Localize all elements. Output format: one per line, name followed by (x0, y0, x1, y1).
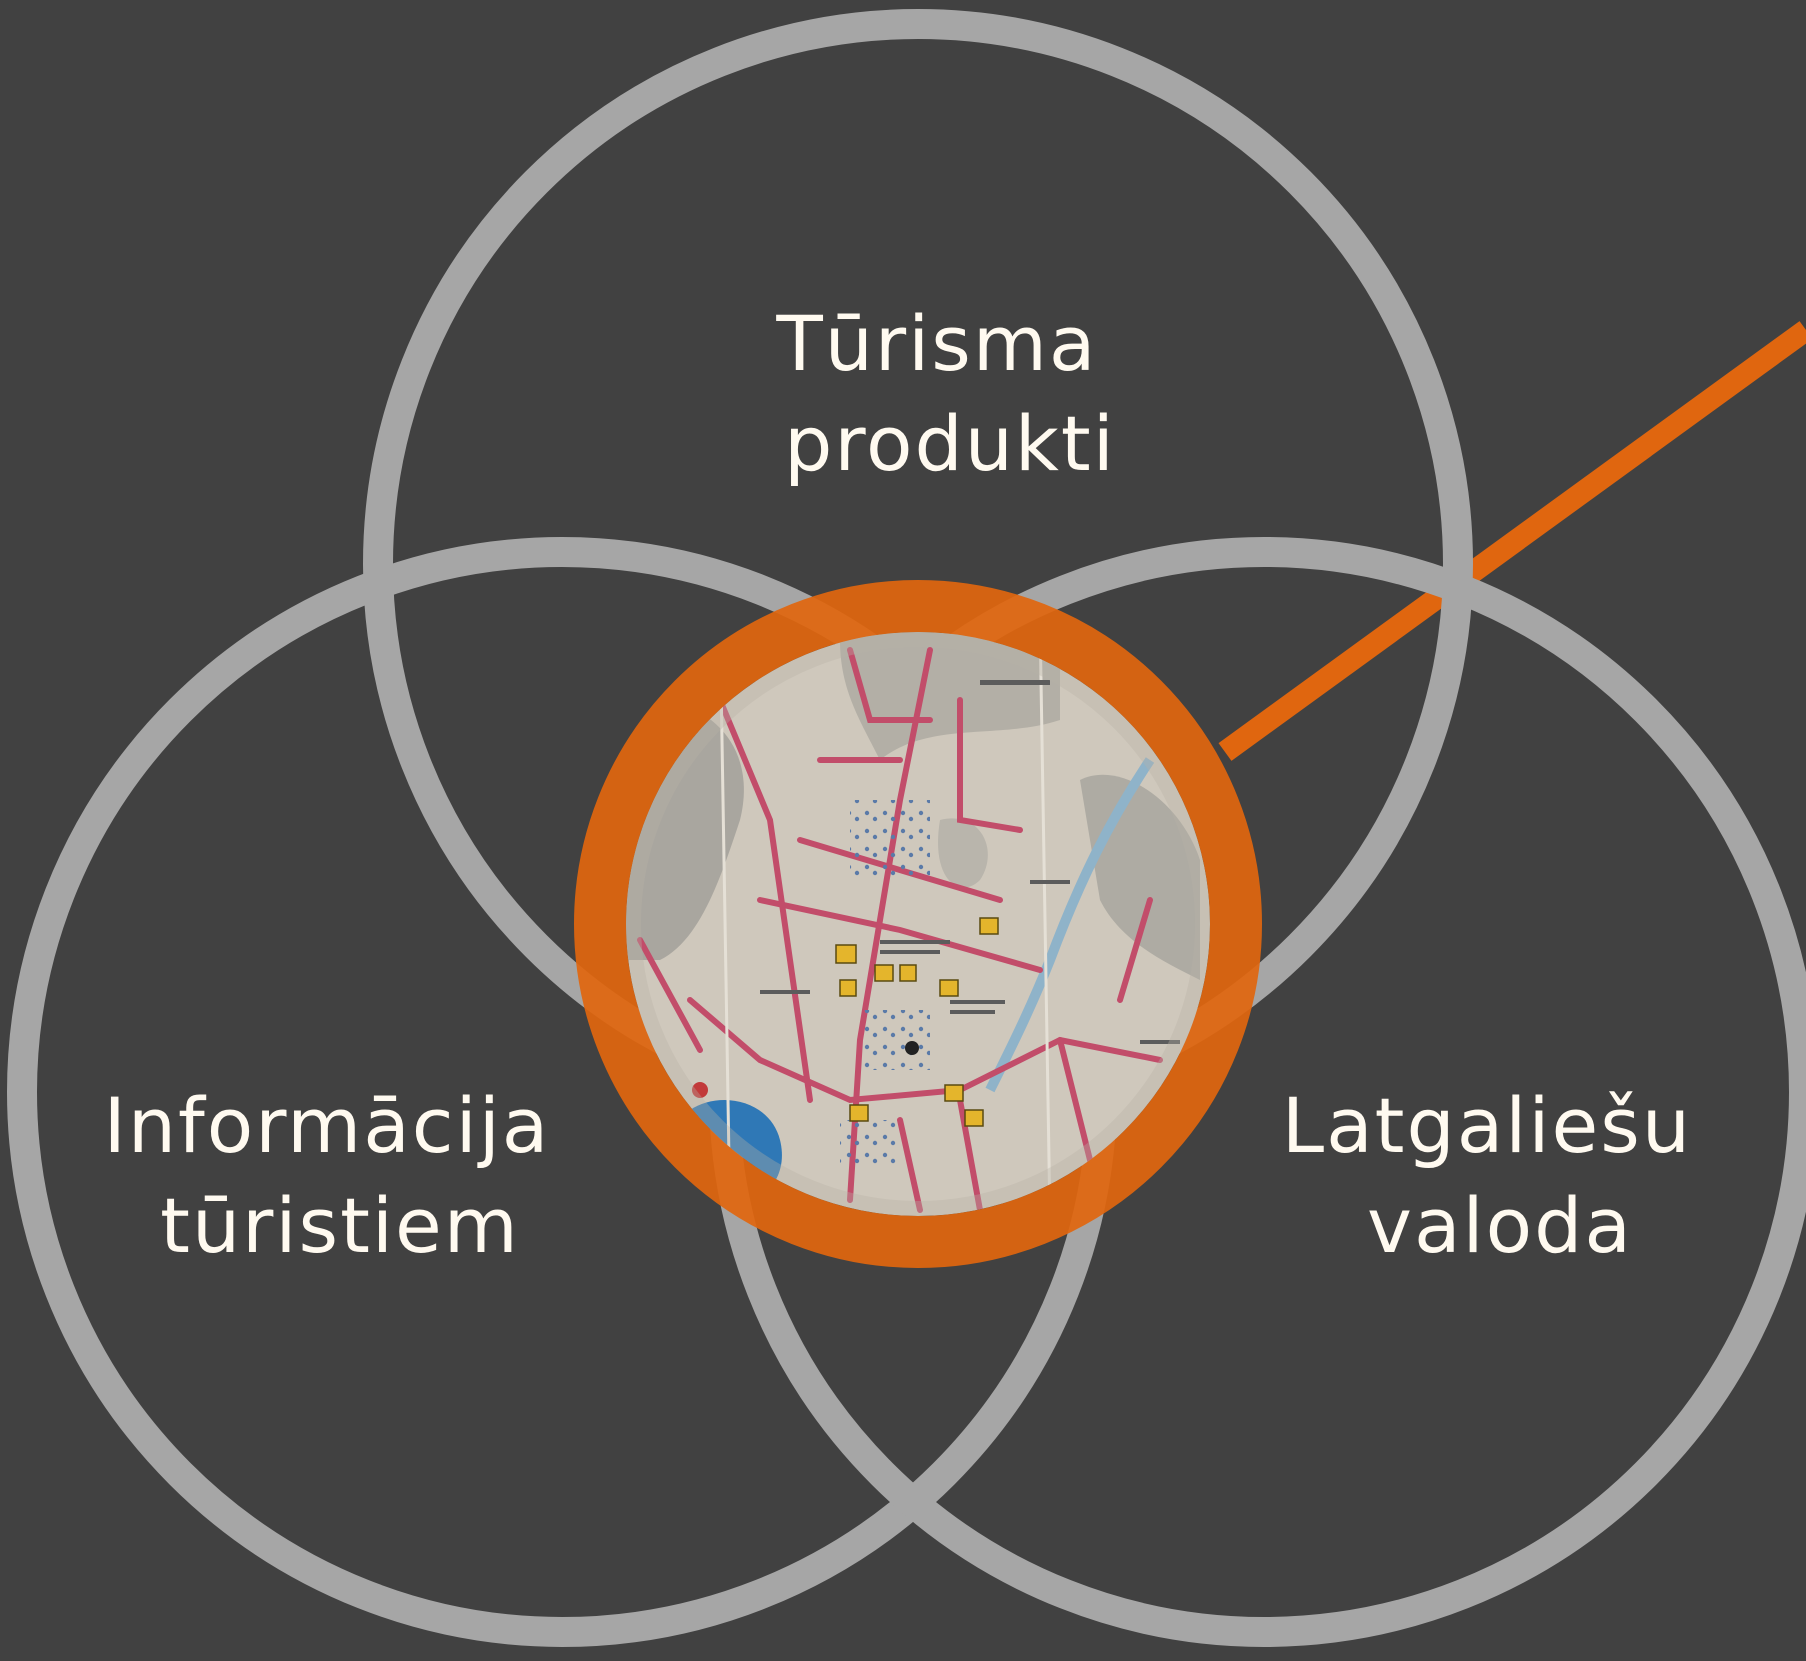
label-top: Tūrisma produkti (775, 299, 1123, 488)
label-top-line-2: produkti (784, 399, 1116, 488)
label-left: Informācija tūristiem (103, 1081, 576, 1270)
accent-connector-line (1218, 321, 1806, 761)
label-top-line-1: Tūrisma (775, 299, 1097, 388)
label-left-line-1: Informācija (103, 1081, 550, 1170)
center-map-image (626, 632, 1210, 1216)
label-right: Latgaliešu valoda (1282, 1081, 1718, 1270)
center-accent-ring (574, 580, 1262, 1268)
label-left-line-2: tūristiem (160, 1181, 520, 1270)
label-right-line-1: Latgaliešu (1282, 1081, 1692, 1170)
label-right-line-2: valoda (1367, 1181, 1633, 1270)
